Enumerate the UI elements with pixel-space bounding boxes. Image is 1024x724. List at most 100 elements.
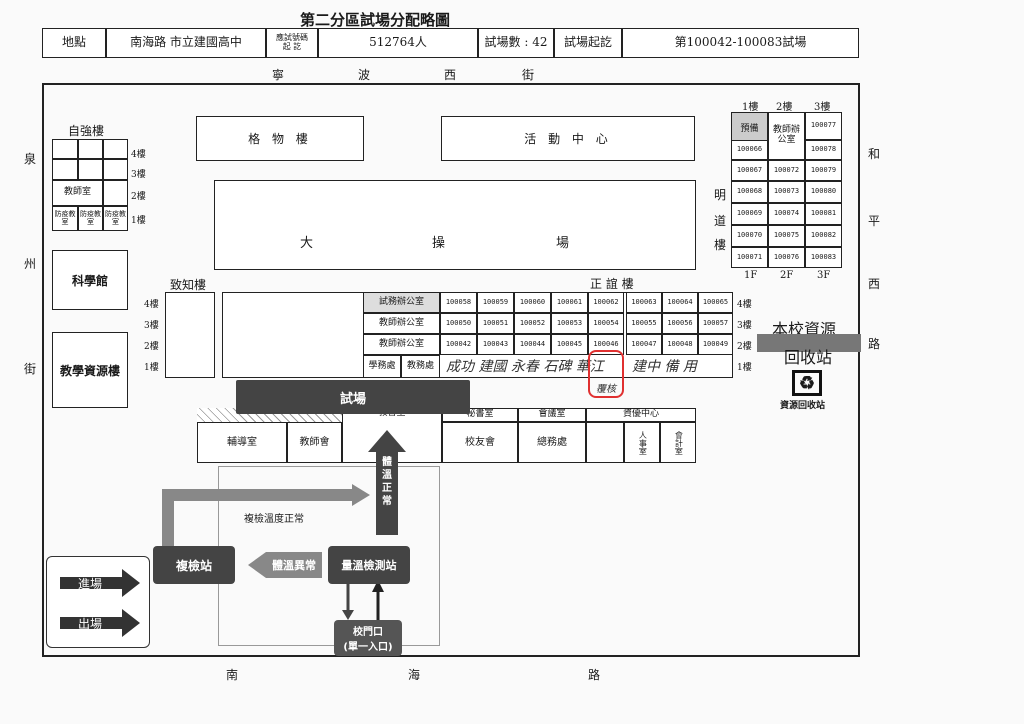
exam-room-100073: 100073 <box>768 181 805 203</box>
exam-room-100076: 100076 <box>768 247 805 268</box>
zhengyi-floor-1: 1樓 <box>737 363 752 373</box>
zhengyi-academic-affairs: 教務處 <box>401 355 440 378</box>
zhizhi-floor-4: 4樓 <box>144 300 159 310</box>
general-affairs: 總務處 <box>518 422 586 463</box>
teaching-resource-building: 教學資源樓 <box>52 332 128 408</box>
ziqiang-cell <box>103 139 128 159</box>
ziqiang-teacher-room: 教師室 <box>52 180 103 206</box>
exam-room-100060: 100060 <box>514 292 551 313</box>
ziqiang-epidemic-room: 防疫教室 <box>78 206 103 231</box>
red-stamp <box>588 350 624 398</box>
gewu-building: 格 物 樓 <box>196 116 364 161</box>
recheck-station-label: 複檢站 <box>175 558 212 573</box>
temp-normal-text: 體溫正常 <box>382 457 392 507</box>
mingdao-label-1: 明 <box>714 188 727 202</box>
street-north-2: 波 <box>358 68 371 82</box>
activity-label: 活 動 中 心 <box>524 132 612 146</box>
exam-number-value: 512764人 <box>318 28 478 58</box>
recycle-station-label-2: 回收站 <box>784 348 833 367</box>
ziqiang-floor-4: 4樓 <box>131 150 146 160</box>
recheck-station: 複檢站 <box>153 546 235 584</box>
exam-room-100061: 100061 <box>551 292 588 313</box>
ziqiang-floor-1: 1樓 <box>131 216 146 226</box>
legend-out-label: 出場 <box>78 617 103 631</box>
exam-room-100071: 100071 <box>731 247 768 268</box>
activity-center: 活 動 中 心 <box>441 116 695 161</box>
ziqiang-cell <box>52 139 78 159</box>
temp-normal-label: 體溫正常 <box>380 456 394 508</box>
exam-room-100045: 100045 <box>551 334 588 355</box>
mingdao-label-2: 道 <box>714 214 727 228</box>
science-label: 科學館 <box>71 273 108 288</box>
location-value: 南海路 市立建國高中 <box>106 28 266 58</box>
recheck-normal-arrow <box>162 489 356 546</box>
zhengyi-office-3f: 教師辦公室 <box>363 313 440 334</box>
street-east-2: 平 <box>868 214 881 228</box>
mingdao-foot-2f: 2F <box>780 270 794 281</box>
zhengyi-floor-4: 4樓 <box>737 300 752 310</box>
ziqiang-cell <box>103 180 128 206</box>
temperature-station-label: 量溫檢測站 <box>341 559 397 572</box>
exam-room-100083: 100083 <box>805 247 842 268</box>
ziqiang-cell <box>78 139 103 159</box>
exam-room-100053: 100053 <box>551 313 588 334</box>
exam-number-label-1: 應試號碼 <box>276 33 308 43</box>
zhizhi-building <box>165 292 215 378</box>
exit-arrowhead <box>342 610 354 620</box>
zhengyi-office-2f: 教師辦公室 <box>363 334 440 355</box>
exam-room-100080: 100080 <box>805 181 842 203</box>
mingdao-col-1f: 1樓 <box>742 102 759 113</box>
street-west-2: 州 <box>24 257 37 271</box>
exam-room-100059: 100059 <box>477 292 514 313</box>
street-south-3: 路 <box>588 668 601 682</box>
exam-room-100042: 100042 <box>440 334 477 355</box>
enter-arrowhead <box>372 580 384 592</box>
room-range-label: 試場起訖 <box>554 28 622 58</box>
exam-room-100049: 100049 <box>698 334 733 355</box>
gifted-center: 資優中心 <box>586 408 696 422</box>
location-label: 地點 <box>42 28 106 58</box>
exam-room-100081: 100081 <box>805 203 842 225</box>
stamp-handwriting: 覆核 <box>596 384 616 395</box>
recycle-icon: ♻ <box>792 370 822 396</box>
exam-room-100079: 100079 <box>805 160 842 181</box>
page-title: 第二分區試場分配略圖 <box>300 11 451 29</box>
temp-abnormal-arrowhead <box>248 552 266 578</box>
street-south-1: 南 <box>226 668 239 682</box>
exam-room-100065: 100065 <box>698 292 733 313</box>
exam-room-100052: 100052 <box>514 313 551 334</box>
street-west-3: 街 <box>24 362 37 376</box>
ziqiang-floor-2: 2樓 <box>131 192 146 202</box>
mingdao-foot-3f: 3F <box>817 270 831 281</box>
accounting-office: 會計室 <box>660 422 696 463</box>
exam-room-100058: 100058 <box>440 292 477 313</box>
exam-room-100075: 100075 <box>768 225 805 247</box>
temperature-station: 量溫檢測站 <box>328 546 410 584</box>
ziqiang-label: 自強樓 <box>68 124 105 138</box>
flow-legend <box>46 556 150 648</box>
recycle-logo-text: 資源回收站 <box>780 401 826 411</box>
exam-room-100064: 100064 <box>662 292 698 313</box>
exam-banner: 試場 <box>236 380 470 414</box>
street-east-3: 西 <box>868 277 881 291</box>
exam-room-100057: 100057 <box>698 313 733 334</box>
exam-room-100047: 100047 <box>626 334 662 355</box>
exam-room-100046: 100046 <box>588 334 624 355</box>
exam-room-100056: 100056 <box>662 313 698 334</box>
legend-out-arrow <box>60 609 140 637</box>
temp-abnormal-box: 體溫異常 <box>266 552 322 578</box>
playground-label-3: 場 <box>556 236 570 251</box>
exam-room-100074: 100074 <box>768 203 805 225</box>
recycle-station-band <box>757 334 861 352</box>
exam-room-100044: 100044 <box>514 334 551 355</box>
street-north-3: 西 <box>444 68 457 82</box>
ziqiang-cell <box>103 159 128 180</box>
mingdao-teacher-office: 教師辦公室 <box>768 112 805 160</box>
gewu-label: 格 物 樓 <box>248 132 312 146</box>
campus-boundary <box>42 83 860 657</box>
alumni-association: 校友會 <box>442 422 518 463</box>
recheck-normal-arrowhead <box>352 484 370 506</box>
playground-label-1: 大 <box>300 236 314 251</box>
gate-label-2: (單一入口) <box>343 642 393 653</box>
exam-room-100054: 100054 <box>588 313 624 334</box>
